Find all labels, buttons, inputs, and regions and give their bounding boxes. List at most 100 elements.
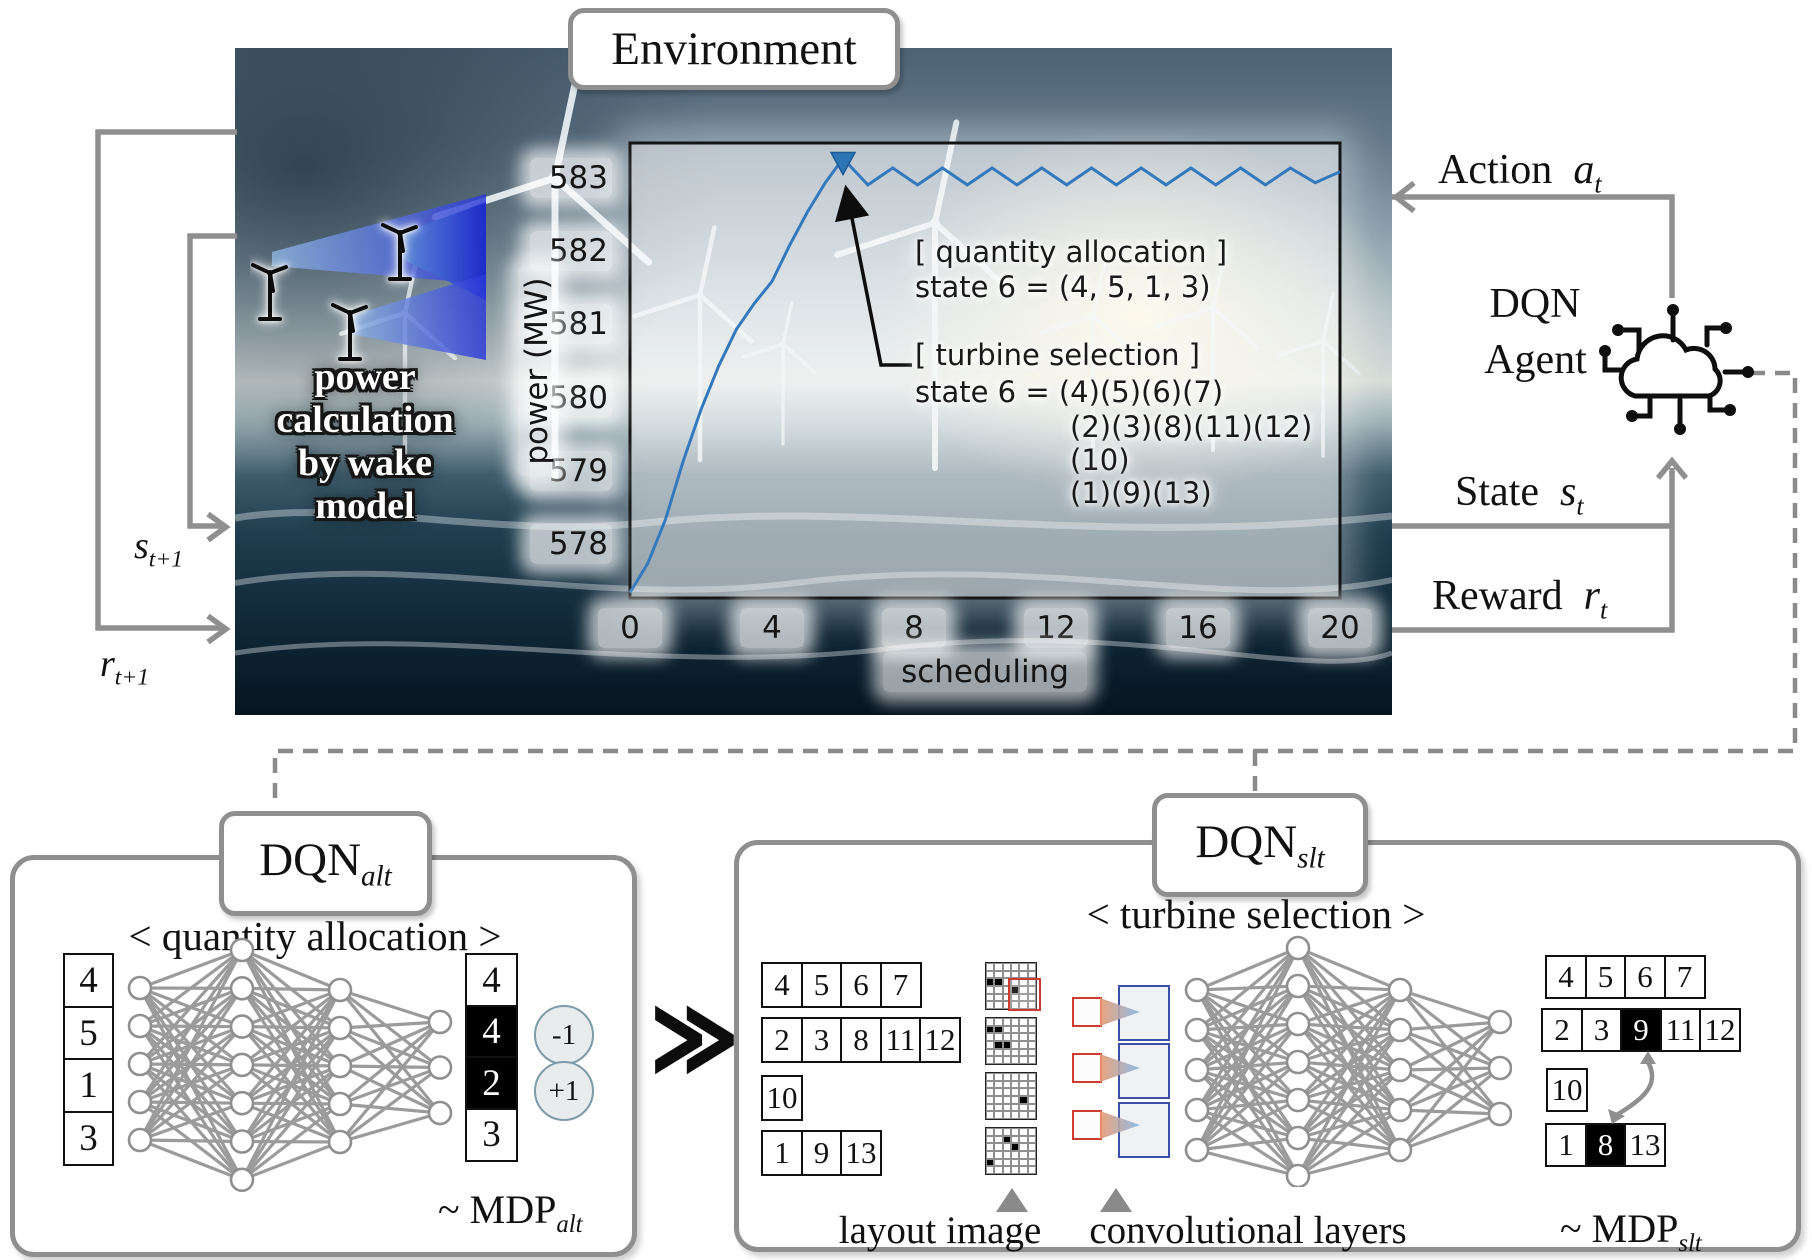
- state-cell: 3: [800, 1017, 843, 1063]
- layout-grid-cell: [1027, 1025, 1036, 1034]
- layout-grid-cell: [994, 1025, 1003, 1034]
- state-cell: 4: [465, 1004, 518, 1059]
- plot-border: [628, 141, 1342, 600]
- layout-grid-cell: [1027, 1001, 1036, 1009]
- state-cell: 7: [1663, 955, 1706, 999]
- feature-map-box: [1118, 1043, 1170, 1099]
- layout-grid-cell: [1019, 963, 1028, 971]
- layout-grid-cell: [1010, 970, 1020, 979]
- state-cell: 5: [63, 1005, 114, 1061]
- environment-label: Environment: [568, 8, 900, 90]
- layout-grid-cell: [986, 1080, 995, 1089]
- layout-grid-cell: [986, 1166, 995, 1174]
- turbine-selection-line: (10): [1070, 443, 1130, 477]
- state-cell: 6: [1624, 955, 1666, 999]
- layout-grid-cell: [1019, 1103, 1028, 1112]
- peak-marker-icon: [829, 151, 857, 177]
- layout-grid-cell: [1002, 1166, 1011, 1174]
- layout-grid-cell: [994, 1018, 1003, 1026]
- wake-caption-line: calculation: [276, 399, 454, 441]
- state-cell: 12: [919, 1017, 961, 1063]
- state-cell: 9: [800, 1130, 843, 1176]
- layout-grid-cell: [986, 1088, 995, 1096]
- state-cell: 11: [879, 1017, 922, 1063]
- layout-grid-cell: [1010, 1018, 1020, 1026]
- layout-grid-cell: [1027, 1073, 1036, 1081]
- power-chart: [628, 141, 1342, 600]
- layout-grid-cell: [986, 1150, 995, 1159]
- dqn-alt-subtitle: < quantity allocation >: [128, 913, 502, 959]
- layout-grid-cell: [1019, 993, 1028, 1002]
- conv-kernel-box: [1072, 1110, 1102, 1140]
- layout-grid-cell: [1010, 963, 1020, 971]
- state-cell: 8: [1584, 1123, 1627, 1167]
- layout-grid-cell: [994, 1150, 1003, 1159]
- layout-grid-cell: [1027, 1080, 1036, 1089]
- layout-grid-cell: [986, 1128, 995, 1136]
- layout-grid-cell: [1002, 1056, 1011, 1064]
- s-next-label: st+1: [134, 525, 184, 573]
- layout-grid-cell: [986, 1158, 995, 1167]
- layout-grid-cell: [994, 1128, 1003, 1136]
- action-plus-badge: +1: [534, 1061, 594, 1121]
- layout-grid-cell: [994, 1158, 1003, 1167]
- turbine-selection-line: state 6 = (4)(5)(6)(7): [915, 375, 1224, 409]
- layout-grid-cell: [994, 1048, 1003, 1057]
- layout-grid-cell: [994, 985, 1003, 994]
- arrowhead-right-icon: [206, 613, 231, 645]
- layout-grid-cell: [1027, 1088, 1036, 1096]
- alt-neural-network: [127, 937, 453, 1193]
- wake-cone: [350, 274, 486, 360]
- state-cell: 2: [1541, 1008, 1583, 1052]
- layout-grid-cell: [1002, 1001, 1011, 1009]
- layout-grid-cell: [986, 1095, 995, 1104]
- layout-grid-cell: [994, 1001, 1003, 1009]
- layout-grid-cell: [1002, 1111, 1011, 1119]
- layout-grid-cell: [1002, 963, 1011, 971]
- layout-grid-cell: [1027, 1095, 1036, 1104]
- slt-input-row: 10: [761, 1075, 803, 1121]
- layout-grid-cell: [994, 1056, 1003, 1064]
- layout-grid-cell: [986, 1048, 995, 1057]
- wake-caption-line: model: [315, 485, 415, 527]
- layout-grid-cell: [1019, 970, 1028, 979]
- state-cell: 7: [879, 962, 922, 1008]
- layout-grid: [985, 1072, 1037, 1120]
- layout-grid-cell: [1010, 1103, 1020, 1112]
- state-cell: 4: [63, 953, 114, 1008]
- layout-grid-cell: [1027, 1048, 1036, 1057]
- layout-grid-cell: [994, 1095, 1003, 1104]
- layout-grid-cell: [1002, 1033, 1011, 1041]
- state-cell: 9: [1620, 1008, 1662, 1052]
- state-cell: 2: [465, 1056, 518, 1110]
- layout-grid-cell: [1010, 1040, 1020, 1049]
- state-cell: 13: [840, 1130, 882, 1176]
- agent-label-dqn: DQN: [1489, 281, 1581, 327]
- layout-grid-cell: [1027, 985, 1036, 994]
- layout-grid: [985, 1127, 1037, 1175]
- state-cell: 6: [840, 962, 882, 1008]
- turbine-selection-line: (2)(3)(8)(11)(12): [1070, 410, 1313, 444]
- conv-layers-pointer-icon: [1100, 1188, 1132, 1212]
- layout-grid-cell: [1002, 985, 1011, 994]
- state-cell: 5: [800, 962, 843, 1008]
- conv-layers-caption: convolutional layers: [1089, 1209, 1407, 1252]
- layout-grid-cell: [994, 963, 1003, 971]
- slt-output-row: 10: [1546, 1068, 1588, 1112]
- layout-grid-cell: [1019, 1048, 1028, 1057]
- wake-caption-line: power: [314, 356, 416, 398]
- layout-grid-cell: [1019, 1033, 1028, 1041]
- slt-neural-network: [1184, 935, 1512, 1187]
- state-cell: 5: [1584, 955, 1627, 999]
- state-cell: 2: [761, 1017, 803, 1063]
- layout-grid-cell: [1010, 1166, 1020, 1174]
- layout-grid-cell: [994, 1080, 1003, 1089]
- layout-grid-cell: [1019, 1166, 1028, 1174]
